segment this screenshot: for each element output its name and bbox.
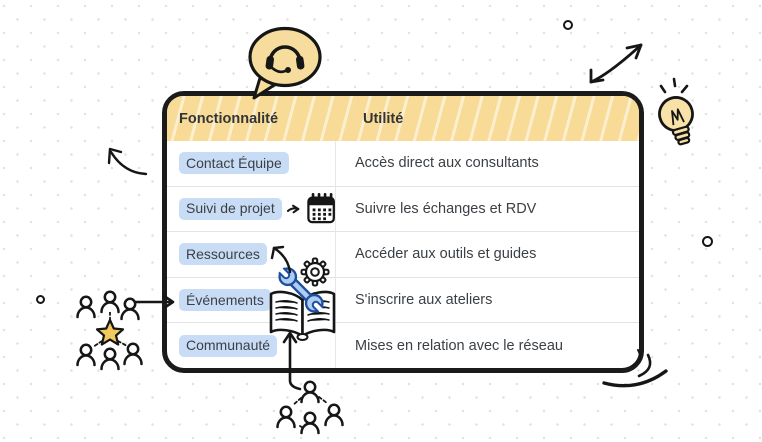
curved-arrow-left-icon bbox=[107, 147, 148, 176]
header-utility: Utilité bbox=[363, 110, 404, 127]
double-headed-arrow-icon bbox=[589, 43, 643, 84]
feature-label: Événements bbox=[179, 289, 271, 312]
table-row: Événements S'inscrire aux ateliers bbox=[167, 278, 639, 324]
arrow-to-calendar-icon bbox=[286, 204, 300, 214]
calendar-icon bbox=[307, 193, 335, 224]
utility-text: Suivre les échanges et RDV bbox=[355, 200, 537, 217]
utility-text: Accès direct aux consultants bbox=[355, 155, 539, 172]
column-divider bbox=[335, 141, 336, 368]
table-row: Ressources Accéder aux outils et guides bbox=[167, 232, 639, 278]
small-circle-icon bbox=[702, 236, 713, 247]
lightbulb-icon bbox=[658, 77, 694, 146]
feature-label: Communauté bbox=[179, 334, 278, 357]
header-feature: Fonctionnalité bbox=[179, 110, 279, 127]
utility-text: Accéder aux outils et guides bbox=[355, 246, 537, 263]
feature-table: Fonctionnalité Utilité Contact Équipe Ac… bbox=[162, 91, 644, 373]
small-circle-icon bbox=[36, 295, 45, 304]
utility-text: Mises en relation avec le réseau bbox=[355, 337, 563, 354]
utility-text: S'inscrire aux ateliers bbox=[355, 292, 493, 309]
table-header: Fonctionnalité Utilité bbox=[167, 96, 639, 141]
table-body: Contact Équipe Accès direct aux consulta… bbox=[167, 141, 639, 368]
table-row: Communauté Mises en relation avec le rés… bbox=[167, 323, 639, 368]
feature-label: Contact Équipe bbox=[179, 152, 289, 175]
team-star-icon bbox=[76, 290, 143, 371]
table-row: Contact Équipe Accès direct aux consulta… bbox=[167, 141, 639, 187]
small-circle-icon bbox=[563, 20, 573, 30]
table-row: Suivi de projet bbox=[167, 187, 639, 233]
feature-label: Suivi de projet bbox=[179, 197, 282, 220]
star-icon bbox=[95, 318, 125, 346]
headset-icon bbox=[265, 45, 305, 74]
feature-label: Ressources bbox=[179, 243, 267, 266]
